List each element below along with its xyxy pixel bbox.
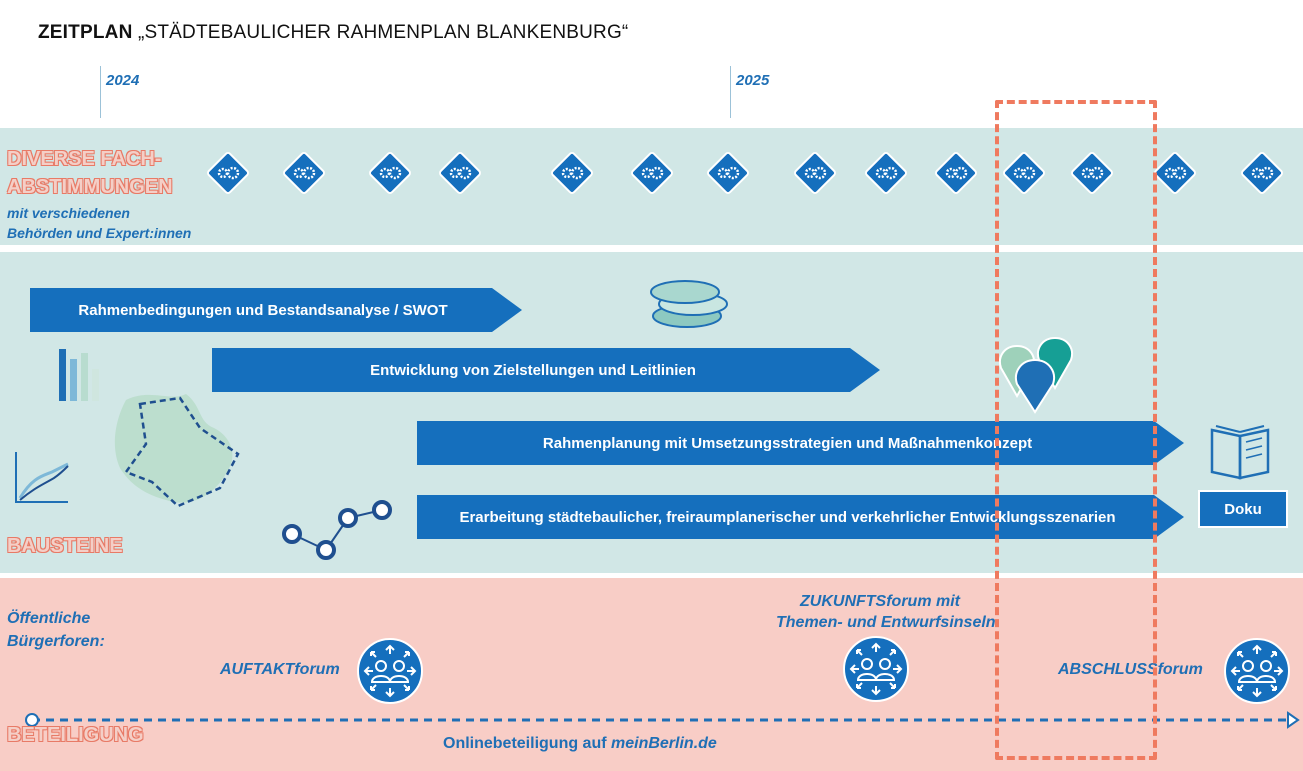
auftakt-forum-label: AUFTAKTforum [220, 661, 340, 678]
gear-diamond-icon [1154, 152, 1196, 194]
online-participation-label: Onlinebeteiligung auf meinBerlin.de [443, 735, 717, 752]
year-line-2025 [730, 66, 731, 118]
public-label-line2: Bürgerforen: [7, 633, 105, 650]
gear-diamond-icon [707, 152, 749, 194]
fach-label-line2: ABSTIMMUNGEN [7, 176, 173, 198]
gear-diamond-icon [865, 152, 907, 194]
page-title: ZEITPLAN „STÄDTEBAULICHER RAHMENPLAN BLA… [38, 22, 629, 43]
auftakt-forum-people-icon [357, 638, 423, 704]
gear-diamond-icon [439, 152, 481, 194]
district-map-icon [114, 394, 240, 508]
gear-diamond-icon [1003, 152, 1045, 194]
zukunft-forum-people-icon [843, 636, 909, 702]
gear-diamond-icon [551, 152, 593, 194]
doku-button: Doku [1198, 490, 1288, 528]
gear-diamond-icon [369, 152, 411, 194]
arrow-rahmenbedingungen: Rahmenbedingungen und Bestandsanalyse / … [30, 288, 522, 332]
year-2025: 2025 [736, 72, 770, 89]
arrow-rahmenplanung: Rahmenplanung mit Umsetzungsstrategien u… [417, 421, 1184, 465]
arrow-szenarien: Erarbeitung städtebaulicher, freiraumpla… [417, 495, 1184, 539]
fach-sub-line1: mit verschiedenen [7, 205, 130, 221]
map-pins-icon [999, 336, 1073, 414]
gear-diamond-icon [1241, 152, 1283, 194]
abschluss-forum-label: ABSCHLUSSforum [1058, 661, 1203, 678]
public-label-line1: Öffentliche [7, 610, 91, 627]
coins-stack-icon [650, 280, 728, 328]
gear-diamond-icon [631, 152, 673, 194]
beteiligung-band [0, 578, 1303, 771]
zukunft-forum-label-line2: Themen- und Entwurfsinseln [776, 614, 996, 631]
fach-label-line1: DIVERSE FACH- [7, 148, 162, 170]
gear-diamond-icon [1071, 152, 1113, 194]
beteiligung-label: BETEILIGUNG [7, 724, 144, 746]
abschluss-forum-people-icon [1224, 638, 1290, 704]
year-line-2024 [100, 66, 101, 118]
arrow-zielstellungen: Entwicklung von Zielstellungen und Leitl… [212, 348, 880, 392]
line-graph-icon [15, 452, 69, 503]
year-2024: 2024 [106, 72, 140, 89]
network-nodes-icon [282, 500, 392, 560]
gear-diamond-icon [283, 152, 325, 194]
gear-diamond-icon [794, 152, 836, 194]
current-phase-highlight [995, 100, 1157, 760]
fach-sub-line2: Behörden und Expert:innen [7, 225, 192, 241]
bar-chart-icon [59, 349, 99, 401]
open-book-icon [1210, 425, 1270, 480]
gear-diamond-icon [207, 152, 249, 194]
zukunft-forum-label-line1: ZUKUNFTSforum mit [800, 593, 960, 610]
online-timeline [25, 711, 1300, 729]
gear-diamond-icon [935, 152, 977, 194]
bausteine-label: BAUSTEINE [7, 535, 123, 557]
